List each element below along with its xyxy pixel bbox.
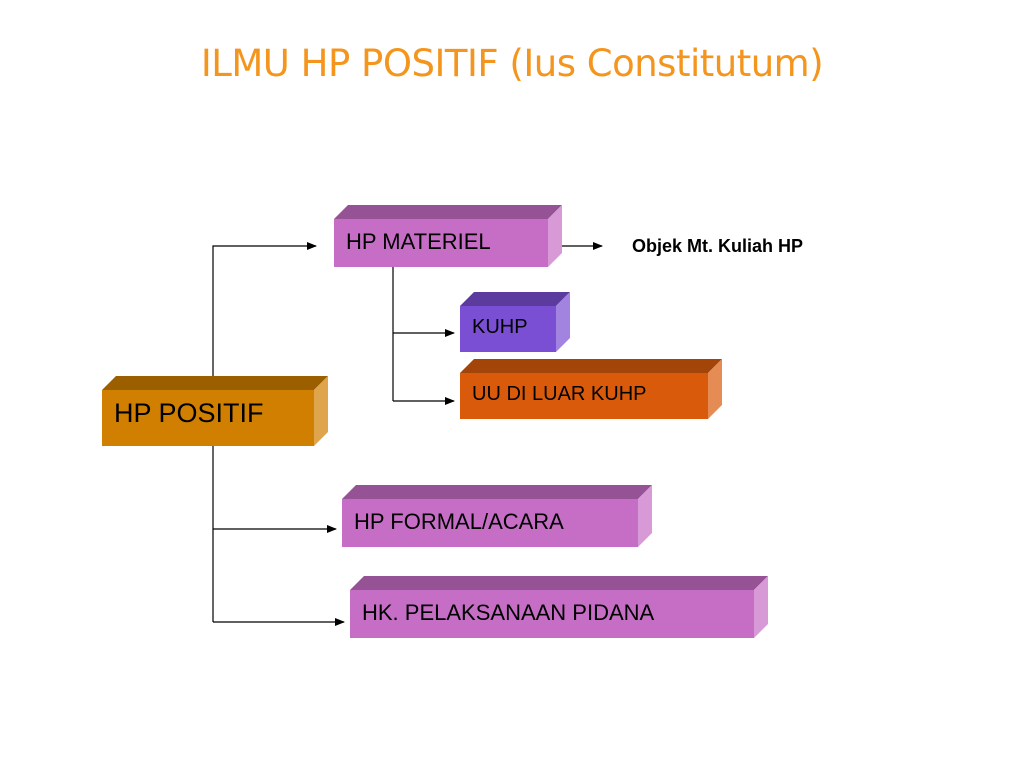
node-hp-materiel-front-face [334,219,548,267]
node-kuhp: KUHP [460,292,570,352]
node-hp-positif-label: HP POSITIF [114,398,264,428]
node-hp-positif-side-face [314,376,328,446]
node-hk-pelaksanaan-pidana: HK. PELAKSANAAN PIDANA [350,576,768,638]
node-uu-di-luar-kuhp-label: UU DI LUAR KUHP [472,383,647,405]
node-hp-positif-top-face [102,376,328,390]
connector-positif-materiel [212,242,317,378]
node-uu-di-luar-kuhp: UU DI LUAR KUHP [460,359,722,419]
node-hp-formal-acara-front-face [342,499,638,547]
node-hp-formal-acara-top-face [342,485,652,499]
node-hp-formal-acara: HP FORMAL/ACARA [342,485,652,547]
node-hp-positif-front-face [102,390,314,446]
node-hp-formal-acara-label: HP FORMAL/ACARA [354,509,564,534]
node-hk-pelaksanaan-pidana-label: HK. PELAKSANAAN PIDANA [362,600,655,625]
node-hp-materiel-side-face [548,205,562,267]
node-kuhp-front-face [460,306,556,352]
node-hk-pelaksanaan-pidana-front-face [350,590,754,638]
node-hp-materiel-top-face [334,205,562,219]
node-kuhp-side-face [556,292,570,352]
node-uu-di-luar-kuhp-top-face [460,359,722,373]
node-kuhp-label: KUHP [472,316,528,338]
slide-title: ILMU HP POSITIF (Ius Constitutum) [200,42,824,85]
note-objek-kuliah: Objek Mt. Kuliah HP [632,236,804,256]
node-hp-formal-acara-side-face [638,485,652,547]
node-uu-di-luar-kuhp-side-face [708,359,722,419]
node-hp-materiel-label: HP MATERIEL [346,229,491,254]
node-hp-positif: HP POSITIF [102,376,330,446]
node-uu-di-luar-kuhp-front-face [460,373,708,419]
node-kuhp-top-face [460,292,570,306]
node-hk-pelaksanaan-pidana-top-face [350,576,768,590]
node-hp-materiel: HP MATERIEL [334,205,562,267]
node-hk-pelaksanaan-pidana-side-face [754,576,768,638]
